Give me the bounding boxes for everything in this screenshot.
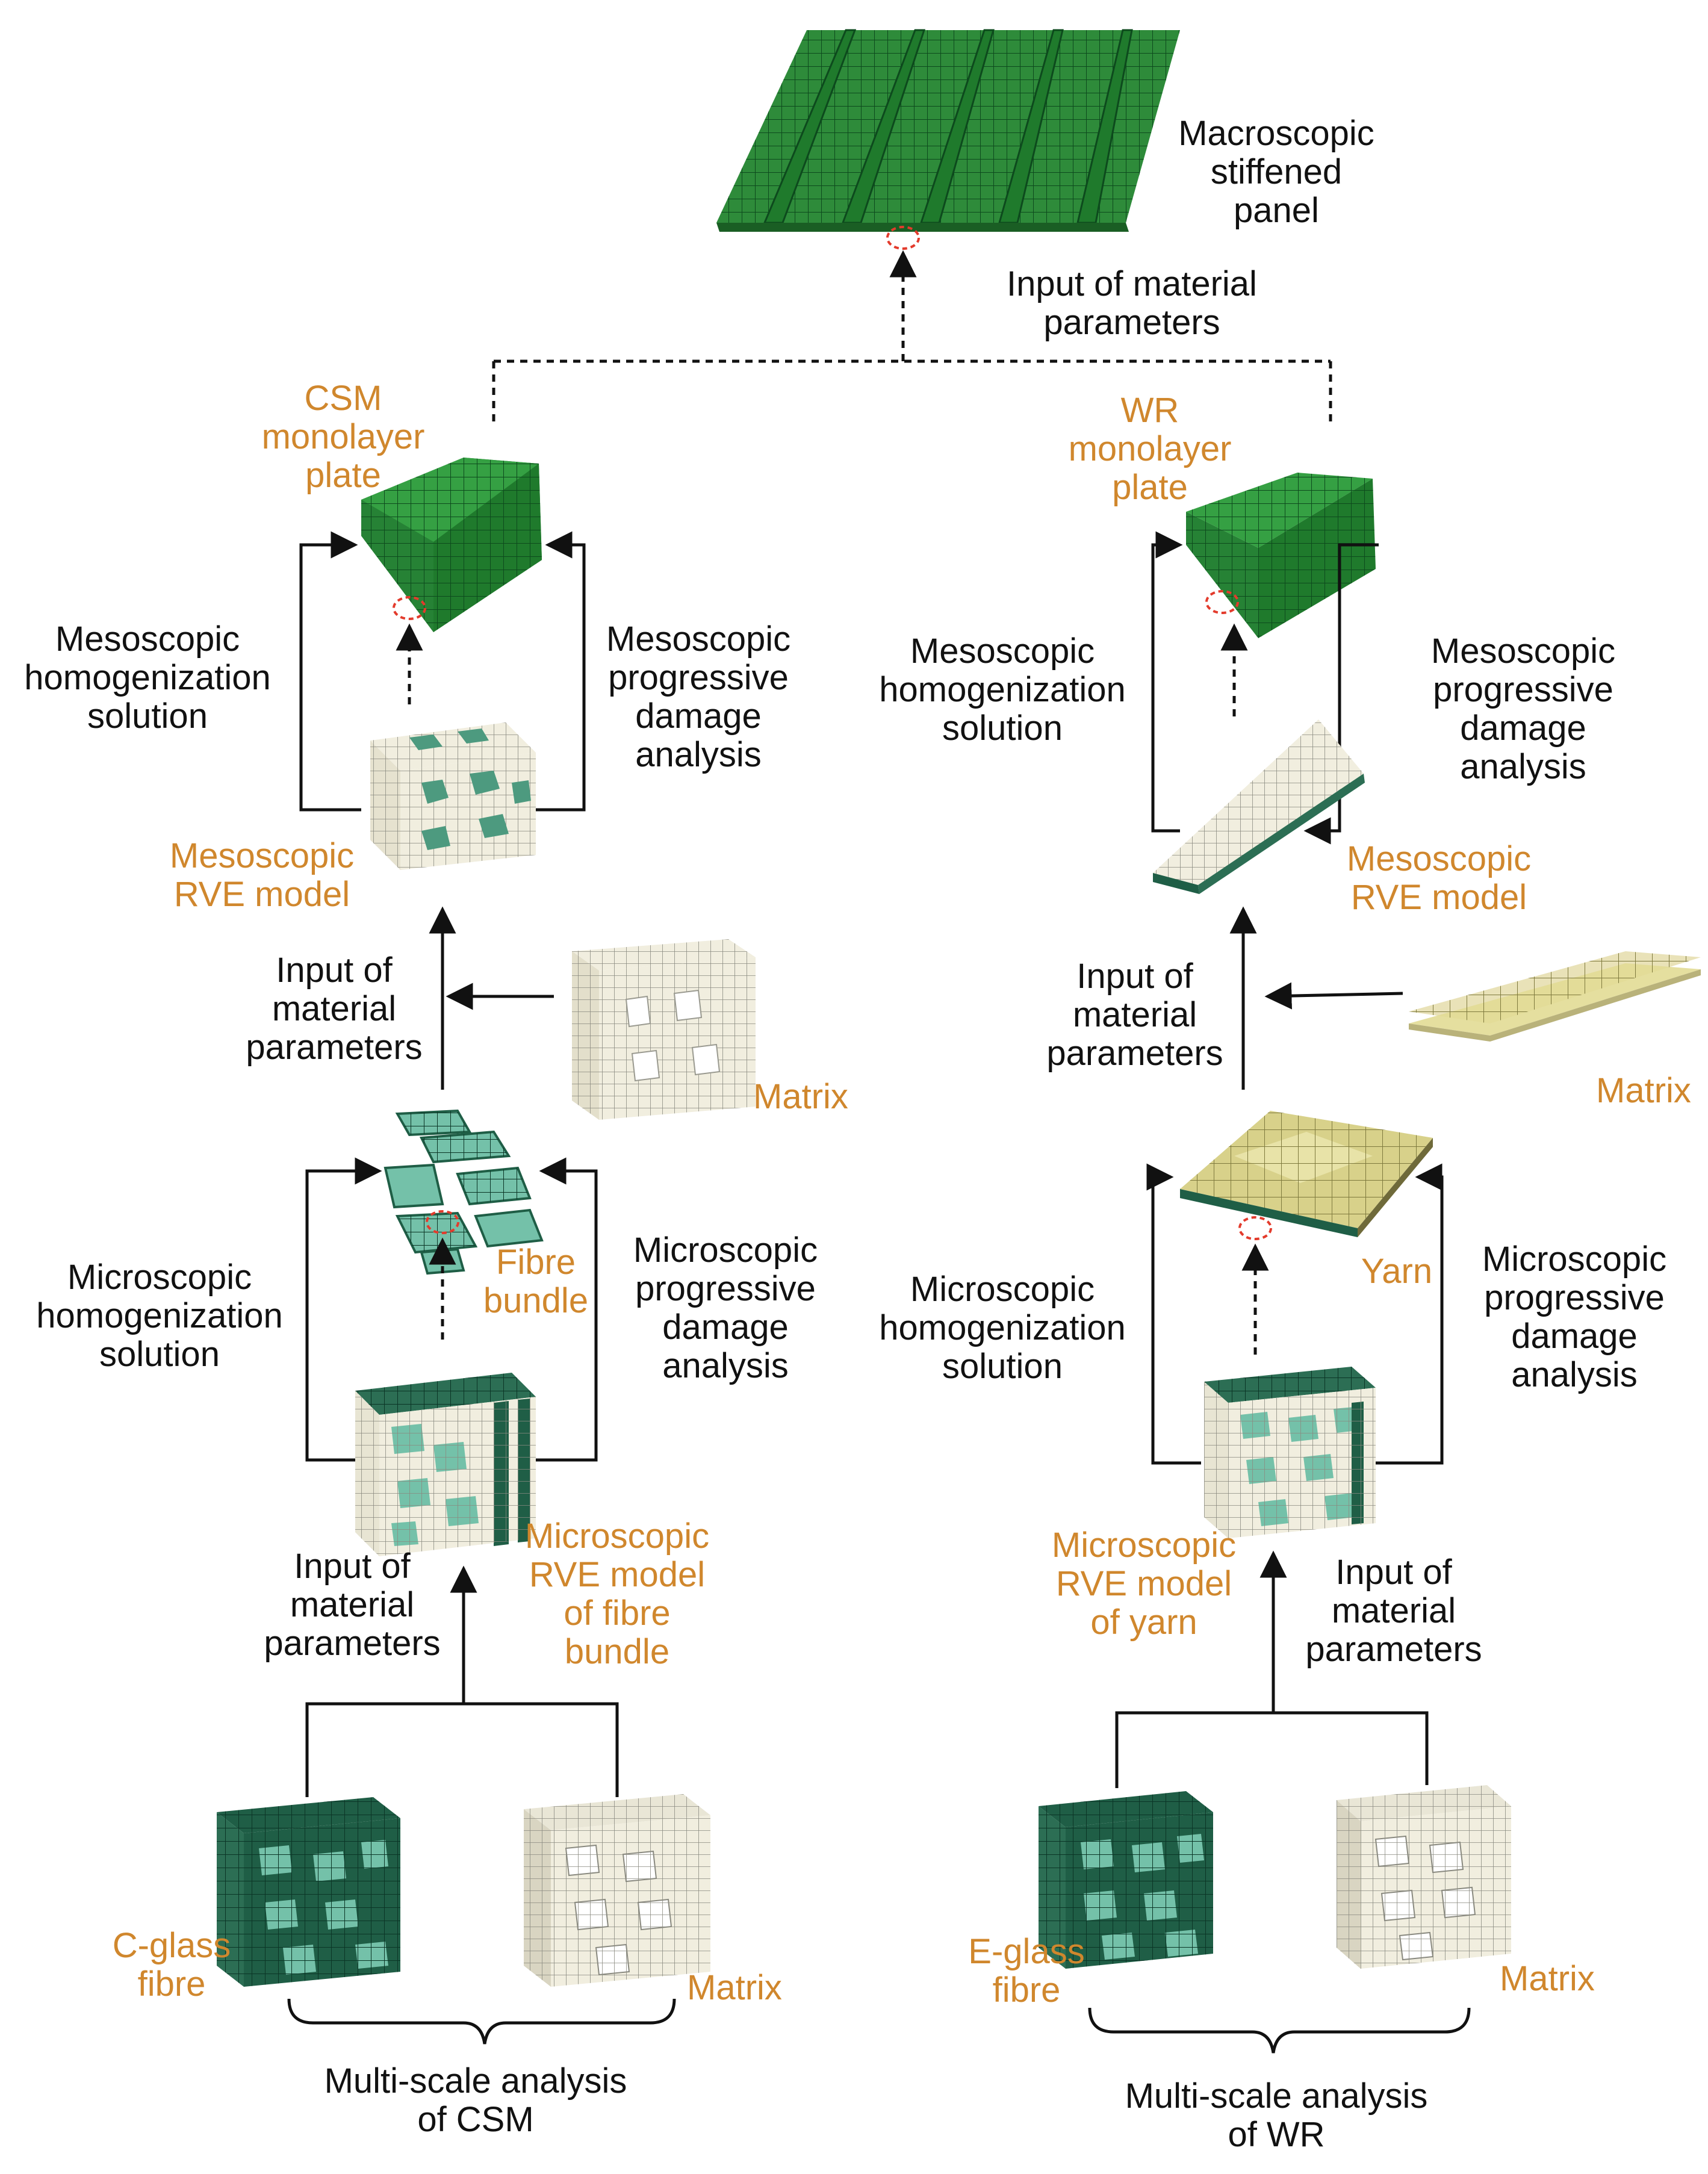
- wr-meso-matrix: [1409, 951, 1701, 1042]
- wr-micro-rve-cube: [1204, 1367, 1376, 1538]
- csm-matrix-cube: [524, 1794, 710, 1987]
- csm-meso-loop: [299, 531, 586, 812]
- wr-brace: [1088, 2007, 1471, 2054]
- wr-micro-rve-label: Microscopic RVE model of yarn: [1051, 1526, 1237, 1642]
- panel-label: Macroscopic stiffened panel: [1178, 114, 1374, 230]
- wr-yarn-label: Yarn: [1361, 1252, 1433, 1291]
- wr-meso-rve-label: Mesoscopic RVE model: [1346, 839, 1532, 917]
- wr-matrix-label: Matrix: [1500, 1959, 1595, 1998]
- wr-meso-input-label: Input of material parameters: [1046, 957, 1223, 1073]
- csm-meso-matrix-label: Matrix: [753, 1077, 848, 1116]
- wr-yarn-zoom-circle: [1238, 1216, 1272, 1240]
- wr-meso-loop: [1151, 531, 1379, 845]
- csm-meso-rve-cube: [370, 722, 536, 870]
- csm-micro-rve-cube: [355, 1373, 536, 1556]
- top-dashed-links: [492, 250, 1332, 427]
- csm-meso-damage-label: Mesoscopic progressive damage analysis: [606, 620, 791, 774]
- csm-micro-input-label: Input of material parameters: [264, 1547, 441, 1663]
- c-glass-fibre-label: C-glass fibre: [112, 1926, 231, 2004]
- wr-meso-input-arrows: [1229, 906, 1403, 1090]
- wr-meso-rve-plate: [1153, 719, 1365, 894]
- csm-plate-zoom-circle: [393, 596, 426, 620]
- csm-micro-homog-label: Microscopic homogenization solution: [36, 1258, 283, 1374]
- wr-micro-homog-label: Microscopic homogenization solution: [879, 1270, 1126, 1386]
- panel-zoom-circle: [886, 226, 920, 250]
- e-glass-fibre-cube: [1039, 1791, 1213, 1969]
- wr-plate-zoom-circle: [1205, 590, 1239, 614]
- csm-meso-rve-label: Mesoscopic RVE model: [169, 836, 355, 914]
- wr-meso-homog-label: Mesoscopic homogenization solution: [879, 632, 1126, 748]
- wr-matrix-cube: [1337, 1785, 1511, 1969]
- c-glass-fibre-cube: [217, 1797, 400, 1987]
- csm-caption: Multi-scale analysis of CSM: [324, 2061, 627, 2139]
- csm-plate-label: CSM monolayer plate: [261, 379, 425, 495]
- csm-bundle-zoom-circle: [426, 1210, 459, 1234]
- csm-meso-input-label: Input of material parameters: [246, 951, 423, 1067]
- wr-micro-input-label: Input of material parameters: [1305, 1553, 1482, 1669]
- e-glass-fibre-label: E-glass fibre: [968, 1932, 1085, 2010]
- wr-yarn: [1180, 1111, 1433, 1237]
- csm-micro-loop: [305, 1157, 598, 1462]
- csm-meso-homog-label: Mesoscopic homogenization solution: [24, 620, 271, 736]
- top-input-label: Input of material parameters: [1007, 264, 1257, 342]
- csm-matrix-label: Matrix: [687, 1968, 782, 2007]
- stiffened-panel: [716, 29, 1180, 232]
- wr-plate-label: WR monolayer plate: [1068, 391, 1232, 507]
- csm-brace: [287, 1998, 676, 2045]
- csm-meso-matrix-cube: [572, 939, 756, 1120]
- wr-meso-matrix-label: Matrix: [1596, 1071, 1691, 1110]
- wr-micro-loop: [1146, 1163, 1444, 1465]
- wr-caption: Multi-scale analysis of WR: [1125, 2076, 1428, 2154]
- csm-meso-input-arrows: [429, 906, 554, 1090]
- csm-fibre-bundle-label: Fibre bundle: [483, 1243, 589, 1320]
- wr-constituent-tree: [1115, 1550, 1429, 1788]
- csm-micro-rve-label: Microscopic RVE model of fibre bundle: [524, 1517, 710, 1671]
- wr-monolayer-plate: [1186, 473, 1376, 638]
- wr-meso-damage-label: Mesoscopic progressive damage analysis: [1430, 632, 1616, 786]
- wr-micro-damage-label: Microscopic progressive damage analysis: [1482, 1240, 1667, 1394]
- csm-monolayer-plate: [361, 458, 542, 632]
- csm-micro-damage-label: Microscopic progressive damage analysis: [633, 1231, 818, 1385]
- csm-constituent-tree: [305, 1565, 619, 1797]
